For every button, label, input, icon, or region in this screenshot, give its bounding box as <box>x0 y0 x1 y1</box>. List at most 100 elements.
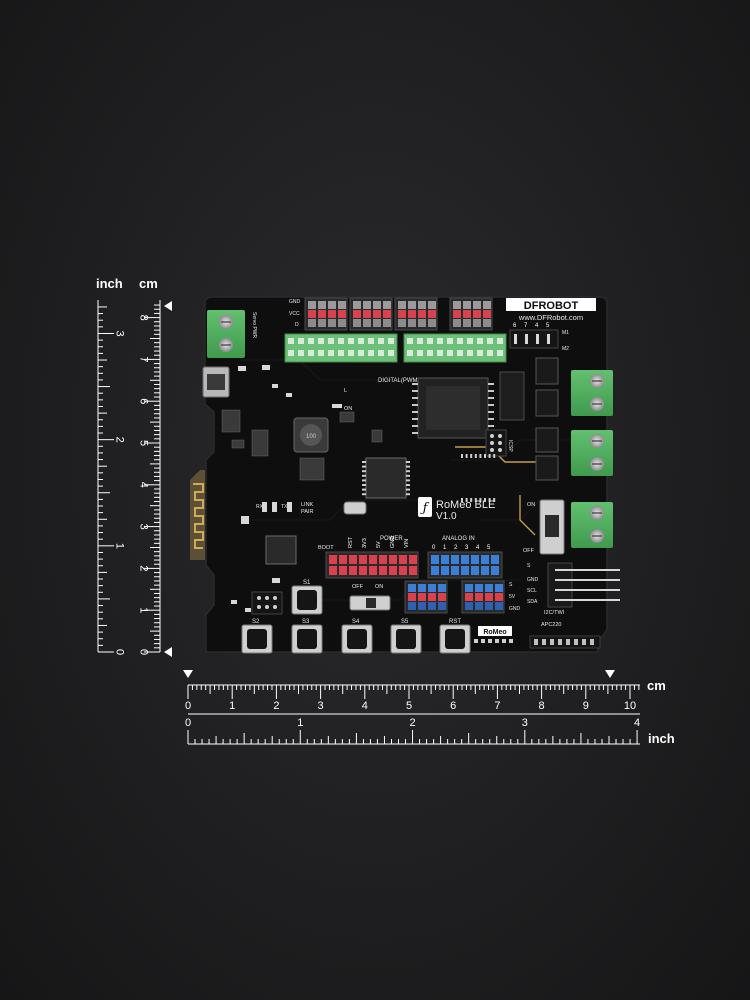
motor-terminal-m1 <box>571 370 613 416</box>
ruler-marker-left <box>183 670 193 678</box>
i2c-gnd-label: GND <box>527 577 539 583</box>
horizontal-ruler-cm-tick: 8 <box>539 700 545 712</box>
button-rst <box>439 624 471 654</box>
motor-jumpers <box>509 329 559 349</box>
horizontal-ruler-inch-tick: 4 <box>634 717 640 729</box>
i2c-label: I2C/TWI <box>544 610 565 616</box>
slide-off-label: OFF <box>352 584 364 590</box>
power-pin-label: GND <box>390 536 396 548</box>
vertical-ruler-cm-label: cm <box>139 276 158 291</box>
model-version: V1.0 <box>436 511 457 522</box>
tx-label: TX <box>281 504 288 510</box>
vertical-ruler-cm-tick: 8 <box>138 315 150 321</box>
horizontal-ruler-inch-tick: 2 <box>409 717 415 729</box>
power-label: POWER <box>380 536 403 542</box>
vertical-ruler-inch-label: inch <box>96 276 123 291</box>
power-pin-label: RST <box>348 536 354 548</box>
header-gnd-label: GND <box>289 299 301 305</box>
ble-chip <box>265 535 297 565</box>
sensor-5v-label: 5V <box>509 594 516 600</box>
vertical-ruler-cm-tick: 7 <box>138 356 150 362</box>
boot-label: BOOT <box>318 545 334 551</box>
horizontal-ruler-cm-tick: 1 <box>229 700 235 712</box>
analog-header <box>427 551 503 579</box>
power-pin-label: VIN <box>404 539 410 548</box>
lower-icsp-header <box>251 591 283 615</box>
servo-power-terminal <box>207 310 245 358</box>
rx-label: RX <box>256 504 264 510</box>
vertical-ruler-cm-tick: 0 <box>138 649 150 655</box>
motor-terminal-m2 <box>571 430 613 476</box>
ruler-marker-bottom <box>164 647 172 657</box>
ble-antenna <box>193 483 204 549</box>
ruler-marker-right <box>605 670 615 678</box>
m2-label: M2 <box>562 346 569 352</box>
vertical-ruler-cm-tick: 3 <box>138 524 150 530</box>
button-s3-label: S3 <box>302 619 310 625</box>
i2c-scl-label: SCL <box>527 588 537 594</box>
inductor: 100 <box>293 417 329 453</box>
model-badge: ƒ <box>418 497 432 517</box>
analog-pin-label: 4 <box>476 545 480 551</box>
horizontal-ruler-inch-tick: 0 <box>185 717 191 729</box>
motor-pin-label: 7 <box>524 323 528 329</box>
sensor-headers <box>404 580 505 614</box>
brand-logo: DFROBOT <box>524 300 579 312</box>
horizontal-ruler-cm-tick: 0 <box>185 700 191 712</box>
power-switch <box>539 499 565 555</box>
motor-pin-label: 6 <box>513 323 517 329</box>
power-pin-label: 3V3 <box>362 538 368 548</box>
button-s2-label: S2 <box>252 619 260 625</box>
brand-plate <box>506 298 596 311</box>
pair-label: PAIR <box>301 509 313 515</box>
motor-pin-label: 5 <box>546 323 550 329</box>
horizontal-ruler-cm-tick: 10 <box>624 700 636 712</box>
vertical-ruler-cm-tick: 6 <box>138 398 150 404</box>
vertical-ruler-cm-tick: 5 <box>138 440 150 446</box>
horizontal-ruler-cm-tick: 6 <box>450 700 456 712</box>
horizontal-ruler-cm-tick: 4 <box>362 700 368 712</box>
model-name: RoMeo BLE <box>436 499 495 511</box>
vertical-ruler-cm-tick: 2 <box>138 565 150 571</box>
m1-label: M1 <box>562 330 569 336</box>
svg-text:100: 100 <box>306 434 317 440</box>
analog-pin-label: 1 <box>443 545 447 551</box>
button-s1-label: S1 <box>303 580 311 586</box>
button-s4 <box>341 624 373 654</box>
svg-text:ƒ: ƒ <box>420 501 430 516</box>
analog-pin-label: 2 <box>454 545 458 551</box>
vertical-ruler-cm-tick: 1 <box>138 607 150 613</box>
horizontal-ruler-cm-tick: 7 <box>494 700 500 712</box>
analog-label: ANALOG IN <box>442 536 475 542</box>
button-s2 <box>241 624 273 654</box>
horizontal-ruler-cm-tick: 3 <box>318 700 324 712</box>
button-s4-label: S4 <box>352 619 360 625</box>
sensor-s-label: S <box>509 582 513 588</box>
power-header <box>325 551 419 579</box>
vertical-ruler-cm-tick: 4 <box>138 482 150 488</box>
i2c-sda-label: SDA <box>527 599 538 605</box>
servo-headers <box>304 297 493 331</box>
slide-switch <box>349 595 391 611</box>
button-rst-label: RST <box>449 619 461 625</box>
horizontal-ruler-cm-tick: 9 <box>583 700 589 712</box>
link-label: LINK <box>301 502 314 508</box>
button-s1 <box>291 585 323 615</box>
horizontal-ruler-inch-tick: 1 <box>297 717 303 729</box>
header-d-label: D <box>295 322 299 328</box>
microcontroller <box>362 454 496 502</box>
i2c-s-label: S <box>527 563 531 569</box>
header-vcc-label: VCC <box>289 311 300 317</box>
vertical-ruler-inch-tick: 3 <box>114 330 126 336</box>
servo-pwr-label: Servo PWR <box>251 312 257 339</box>
horizontal-ruler-inch-tick: 3 <box>522 717 528 729</box>
horizontal-ruler-cm-tick: 2 <box>273 700 279 712</box>
horizontal-ruler-inch-label: inch <box>648 731 675 746</box>
button-s5-label: S5 <box>401 619 409 625</box>
motor-driver-chip <box>412 377 494 439</box>
icsp-header <box>485 429 507 457</box>
analog-pin-label: 5 <box>487 545 491 551</box>
analog-pin-label: 3 <box>465 545 469 551</box>
